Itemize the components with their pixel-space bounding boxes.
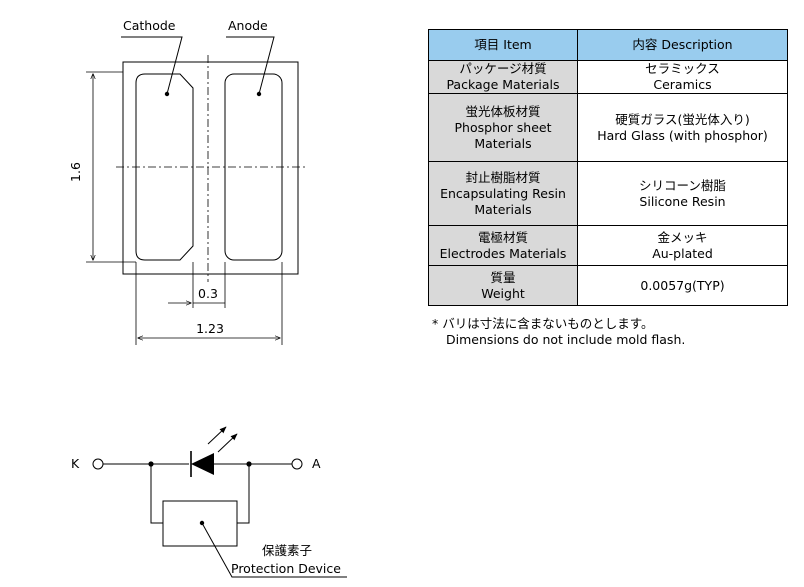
light-arrow-1 xyxy=(207,426,227,445)
package-outline-view: Cathode Anode xyxy=(116,18,306,282)
desc-ja: セラミックス xyxy=(645,61,720,76)
item-cell: 封止樹脂材質 Encapsulating Resin Materials xyxy=(428,161,578,226)
item-ja: パッケージ材質 xyxy=(459,61,547,76)
header-item: 項目 Item xyxy=(428,29,578,61)
table-header-row: 項目 Item 内容 Description xyxy=(428,29,788,61)
gap-dimension: 0.3 xyxy=(198,286,218,301)
item-cell: 質量 Weight xyxy=(428,265,578,306)
item-en-line2: Materials xyxy=(474,201,532,217)
desc-en: Ceramics xyxy=(653,77,712,92)
header-description: 内容 Description xyxy=(577,29,788,61)
item-cell: 電極材質 Electrodes Materials xyxy=(428,225,578,266)
desc-ja: シリコーン樹脂 xyxy=(639,177,726,193)
led-diode-symbol xyxy=(191,453,214,475)
anode-label: Anode xyxy=(228,18,268,33)
item-en: Weight xyxy=(481,285,525,301)
item-en: Electrodes Materials xyxy=(439,245,567,261)
anode-leader-line xyxy=(226,36,275,95)
item-en-line2: Materials xyxy=(474,135,532,151)
desc-en: Silicone Resin xyxy=(639,193,726,209)
protection-leader-line xyxy=(201,522,347,578)
table-row: 封止樹脂材質 Encapsulating Resin Materials シリコ… xyxy=(428,161,788,226)
specification-table: 項目 Item 内容 Description パッケージ材質 Package M… xyxy=(428,29,788,306)
description-cell: シリコーン樹脂 Silicone Resin xyxy=(577,161,788,226)
bypass-wire-right xyxy=(237,464,250,524)
item-en: Package Materials xyxy=(446,77,560,92)
dimension-lines: 1.6 0.3 1.23 xyxy=(68,71,283,345)
item-en: Encapsulating Resin xyxy=(440,185,566,201)
item-ja: 電極材質 xyxy=(477,229,528,245)
description-cell: 金メッキ Au-plated xyxy=(577,225,788,266)
package-body xyxy=(122,61,299,275)
table-row: 電極材質 Electrodes Materials 金メッキ Au-plated xyxy=(428,225,788,266)
item-cell: パッケージ材質 Package Materials xyxy=(428,60,578,94)
item-ja: 蛍光体板材質 xyxy=(465,103,541,119)
cathode-pad xyxy=(135,73,194,261)
note-ja: * バリは寸法に含まないものとします。 xyxy=(432,316,654,331)
desc-en: Au-plated xyxy=(652,245,713,261)
bypass-wire-left xyxy=(150,464,163,524)
desc-value: 0.0057g(TYP) xyxy=(640,277,725,293)
desc-en: Hard Glass (with phosphor) xyxy=(597,127,768,143)
cathode-leader-line xyxy=(121,36,183,95)
height-dimension: 1.6 xyxy=(68,162,83,182)
k-terminal xyxy=(92,458,104,470)
table-row: パッケージ材質 Package Materials セラミックス Ceramic… xyxy=(428,60,788,94)
item-ja: 封止樹脂材質 xyxy=(465,169,541,185)
desc-ja: 硬質ガラス(蛍光体入り) xyxy=(615,111,750,127)
description-cell: セラミックス Ceramics xyxy=(577,60,788,94)
circuit-schematic: K A 保護素子 Protection Device xyxy=(71,426,347,578)
a-label: A xyxy=(312,456,321,471)
width-dimension: 1.23 xyxy=(196,321,224,336)
cathode-label: Cathode xyxy=(123,18,176,33)
description-cell: 0.0057g(TYP) xyxy=(577,265,788,306)
item-cell: 蛍光体板材質 Phosphor sheet Materials xyxy=(428,93,578,162)
table-row: 質量 Weight 0.0057g(TYP) xyxy=(428,265,788,306)
description-cell: 硬質ガラス(蛍光体入り) Hard Glass (with phosphor) xyxy=(577,93,788,162)
desc-ja: 金メッキ xyxy=(657,229,708,245)
protection-device-ja-label: 保護素子 xyxy=(262,543,312,558)
table-row: 蛍光体板材質 Phosphor sheet Materials 硬質ガラス(蛍光… xyxy=(428,93,788,162)
item-en: Phosphor sheet xyxy=(454,119,552,135)
note-en: Dimensions do not include mold flash. xyxy=(446,332,686,347)
mold-flash-note: * バリは寸法に含まないものとします。 Dimensions do not in… xyxy=(432,316,685,348)
k-label: K xyxy=(71,456,80,471)
light-arrow-2 xyxy=(217,433,238,453)
protection-device-en-label: Protection Device xyxy=(231,561,341,576)
a-terminal xyxy=(291,458,303,470)
item-ja: 質量 xyxy=(490,269,516,285)
